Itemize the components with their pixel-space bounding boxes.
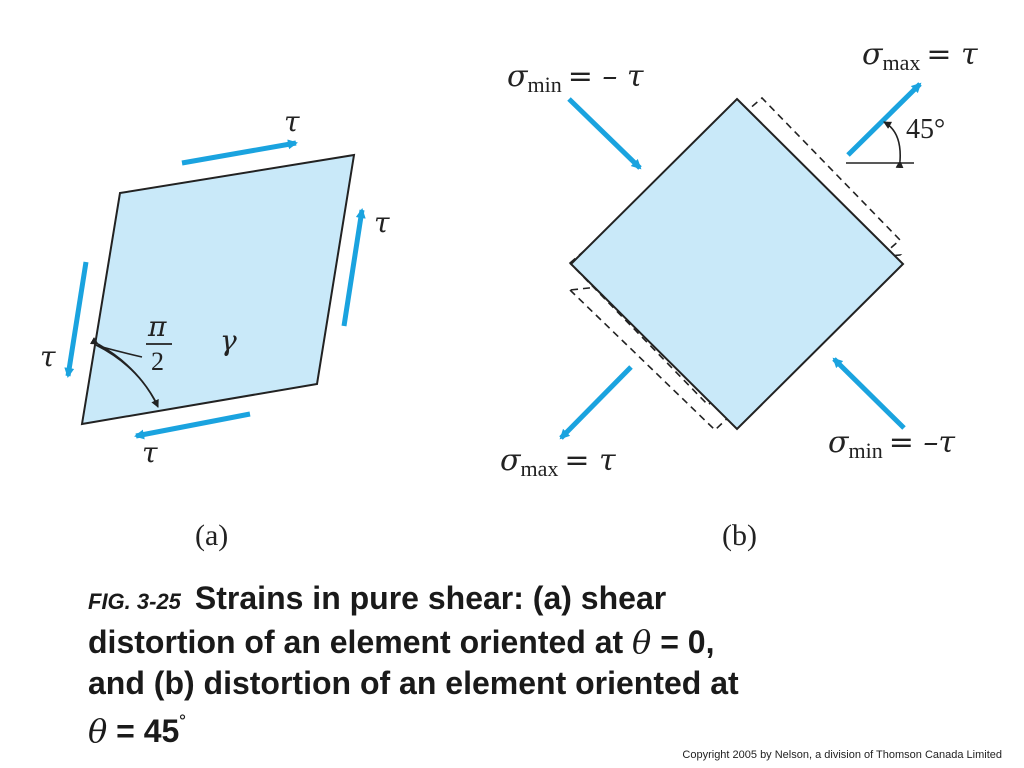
theta-symbol-2: θ [88,712,108,750]
angle-numerator: π [147,310,167,343]
part-a: τ τ τ τ π 2 γ (a) [40,105,390,552]
caption-line-2b: = 0, [651,624,715,660]
angle-denominator: 2 [151,347,164,376]
tau-label-top: τ [284,105,300,138]
caption-line-1: Strains in pure shear: (a) shear [194,580,667,616]
shear-arrow-bottom [134,411,251,440]
sigma-max-arrow-bottom [559,365,633,440]
shear-arrow-left [64,261,89,378]
angle-arc-b [883,121,904,169]
strain-figure: τ τ τ τ π 2 γ (a) 45° σmin= – τ [40,37,978,552]
caption-line-4: = 45 [107,713,180,749]
sigma-min-arrow-bottom [832,357,906,430]
part-b: 45° σmin= – τ σmax= τ σmax= τ σmin= –τ (… [500,37,978,552]
shear-arrow-top [181,139,298,166]
tau-label-left: τ [40,340,56,373]
sigma-max-label-bottom: σmax= τ [500,443,616,481]
caption-line-3: and (b) distortion of an element oriente… [88,665,739,701]
tau-label-bottom: τ [142,436,158,469]
copyright-notice: Copyright 2005 by Nelson, a division of … [682,749,1002,761]
theta-symbol: θ [632,623,652,661]
square-element-b [569,97,905,431]
sigma-min-arrow-top [567,97,642,170]
part-b-label: (b) [722,519,757,552]
figure-number: FIG. 3-25 [88,589,181,614]
sigma-max-arrow-top [846,82,922,157]
shear-arrow-right [341,208,366,327]
distorted-element-a [80,153,356,426]
sigma-min-label-top: σmin= – τ [507,59,644,97]
caption-line-2a: distortion of an element oriented at [88,624,633,660]
degree-symbol: ˚ [179,712,187,737]
angle-label-45: 45° [906,114,945,145]
tau-label-right: τ [374,206,390,239]
sigma-min-label-bottom: σmin= –τ [828,425,955,463]
sigma-max-label-top: σmax= τ [862,37,978,75]
figure-caption: FIG. 3-25 Strains in pure shear: (a) shea… [88,578,968,752]
part-a-label: (a) [195,519,228,552]
gamma-label: γ [220,324,237,357]
